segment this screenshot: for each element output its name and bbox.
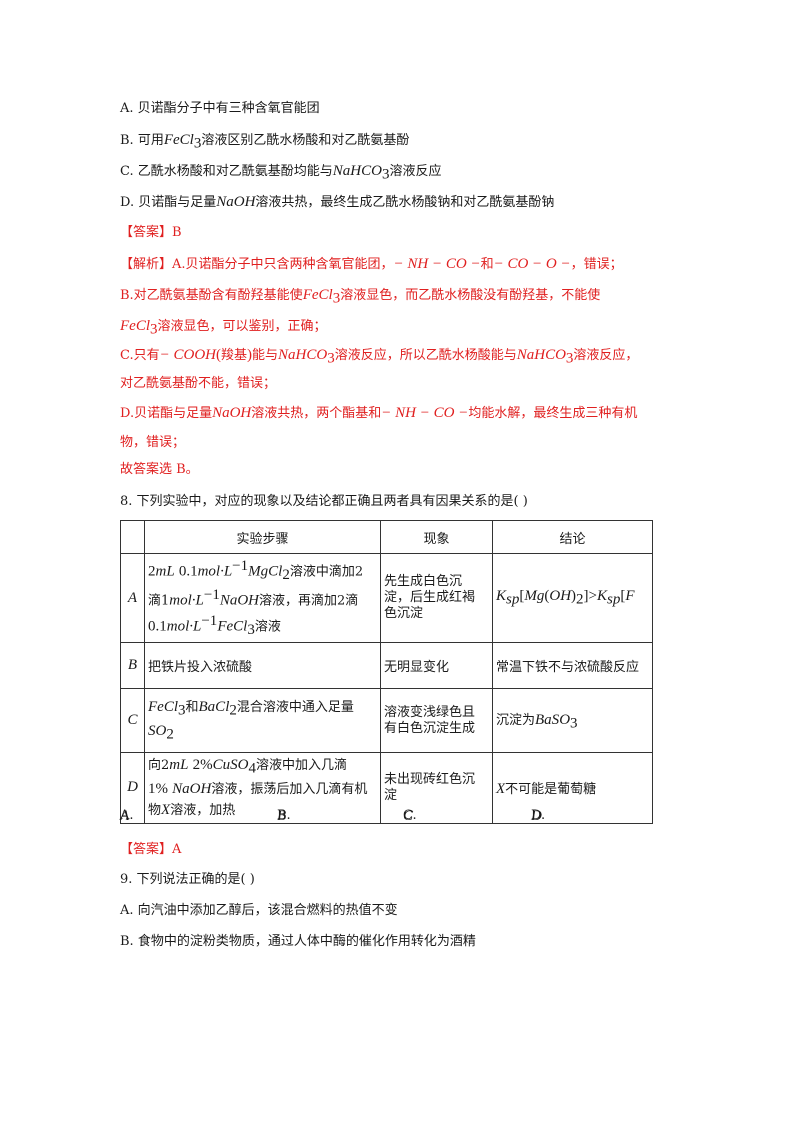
q9-option-b: B. 食物中的淀粉类物质，通过人体中酶的催化作用转化为酒精 [120, 934, 476, 949]
conclusion-cell: X不可能是葡萄糖 [492, 752, 653, 824]
row-label: D [120, 752, 145, 824]
table-header-row: 实验步骤 现象 结论 [120, 520, 653, 554]
conclusion-cell: Ksp[Mg(OH)2]>Ksp[F [492, 552, 653, 644]
q7-analysis-line-8: 故答案选 B。 [120, 462, 199, 477]
q7-analysis-line-2: B.对乙酰氨基酚含有酚羟基能使FeCl3溶液显色，而乙酰水杨酸没有酚羟基，不能使 [120, 287, 601, 307]
q9-option-a: A. 向汽油中添加乙醇后，该混合燃料的热值不变 [120, 903, 398, 918]
phenomenon-cell: 先生成白色沉 淀，后生成红褐 色沉淀 [380, 552, 493, 644]
q7-option-c: C. 乙酰水杨酸和对乙酰氨基酚均能与NaHCO3溶液反应 [120, 163, 442, 183]
q7-analysis-line-1: 【解析】A.贝诺酯分子中只含两种含氧官能团，− NH − CO −和− CO −… [120, 256, 623, 272]
phenomenon-cell: 无明显变化 [380, 642, 493, 690]
conclusion-cell: 沉淀为BaSO3 [492, 688, 653, 754]
table-header-cell: 现象 [380, 520, 493, 554]
step-cell: FeCl3和BaCl2混合溶液中通入足量 SO2 [144, 688, 381, 754]
q8-stem: 8. 下列实验中，对应的现象以及结论都正确且两者具有因果关系的是( ) [120, 494, 528, 509]
q7-option-b: B. 可用FeCl3溶液区别乙酰水杨酸和对乙酰氨基酚 [120, 132, 410, 152]
row-label: A [120, 552, 145, 644]
q7-analysis-line-4: C.只有− COOH(羧基)能与NaHCO3溶液反应，所以乙酰水杨酸能与NaHC… [120, 347, 639, 367]
row-label: B [120, 642, 145, 690]
q7-answer: 【答案】B [120, 225, 182, 240]
table-row: B 把铁片投入浓硫酸 无明显变化 常温下铁不与浓硫酸反应 [120, 642, 653, 690]
q7-analysis-line-6: D.贝诺酯与足量NaOH溶液共热，两个酯基和− NH − CO −均能水解，最终… [120, 405, 638, 421]
table-row: C FeCl3和BaCl2混合溶液中通入足量 SO2 溶液变浅绿色且 有白色沉淀… [120, 688, 653, 754]
q8-options: A. A B. B C. C D. D [120, 808, 546, 824]
q7-analysis-line-7: 物，错误； [120, 435, 186, 450]
experiment-table: 实验步骤 现象 结论 A 2mL 0.1mol·L−1MgCl2溶液中滴加2 滴… [120, 520, 653, 824]
q7-option-d: D. 贝诺酯与足量NaOH溶液共热，最终生成乙酰水杨酸钠和对乙酰氨基酚钠 [120, 194, 555, 210]
step-cell: 2mL 0.1mol·L−1MgCl2溶液中滴加2 滴1mol·L−1NaOH溶… [144, 552, 381, 644]
q7-analysis-line-3: FeCl3溶液显色，可以鉴别，正确； [120, 318, 327, 338]
table-header-cell [120, 520, 145, 554]
conclusion-cell: 常温下铁不与浓硫酸反应 [492, 642, 653, 690]
q9-stem: 9. 下列说法正确的是( ) [120, 872, 255, 887]
table-header-cell: 实验步骤 [144, 520, 381, 554]
q7-analysis-line-5: 对乙酰氨基酚不能，错误； [120, 376, 277, 391]
q8-answer: 【答案】A [120, 842, 182, 857]
step-cell: 把铁片投入浓硫酸 [144, 642, 381, 690]
table-row: D 向2mL 2%CuSO4溶液中加入几滴 1% NaOH溶液，振荡后加入几滴有… [120, 752, 653, 824]
phenomenon-cell: 未出现砖红色沉 淀 [380, 752, 493, 824]
phenomenon-cell: 溶液变浅绿色且 有白色沉淀生成 [380, 688, 493, 754]
q7-option-a: A. 贝诺酯分子中有三种含氧官能团 [120, 101, 320, 116]
row-label: C [120, 688, 145, 754]
table-header-cell: 结论 [492, 520, 653, 554]
table-row: A 2mL 0.1mol·L−1MgCl2溶液中滴加2 滴1mol·L−1NaO… [120, 552, 653, 644]
